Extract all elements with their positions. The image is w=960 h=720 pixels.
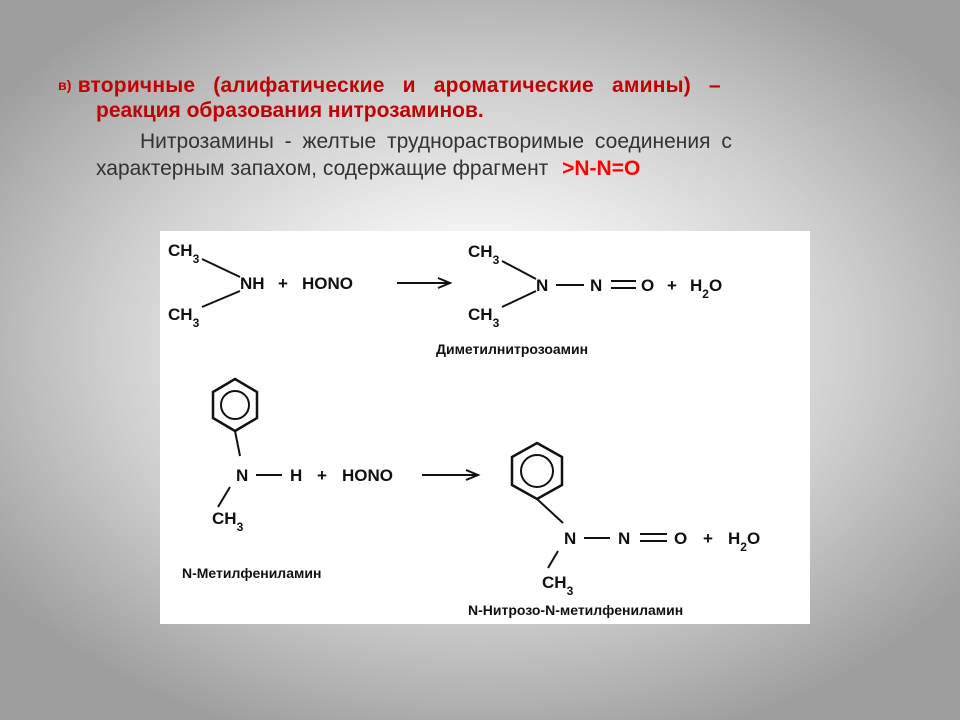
body-line-2: характерным запахом, содержащие фрагмент… bbox=[96, 157, 640, 181]
r2-product-n1: N bbox=[564, 529, 576, 548]
r2-product-aromatic-circle bbox=[520, 454, 554, 488]
r1-product-n2: N bbox=[590, 276, 602, 295]
r1-product-ch3-bottom: CH3 bbox=[468, 305, 500, 330]
r2-product-n2: N bbox=[618, 529, 630, 548]
r2-byproduct: H2O bbox=[728, 529, 760, 554]
heading-text: вторичные (алифатические и ароматические… bbox=[77, 74, 721, 97]
r1-byproduct: H2O bbox=[690, 276, 722, 301]
fragment-formula: >N-N=O bbox=[562, 157, 641, 180]
r1-plus: + bbox=[278, 274, 288, 293]
r2-product-ring-n-bond bbox=[536, 498, 564, 524]
r1-reactant-ch3-top: CH3 bbox=[168, 241, 200, 266]
r1-amine: NH bbox=[240, 274, 265, 293]
reaction-scheme: CH3 CH3 NH + HONO CH3 CH3 N N O + H2O Ди… bbox=[168, 241, 760, 618]
r2-reactant-ch3: CH3 bbox=[212, 509, 244, 534]
r2-reactant-h: H bbox=[290, 466, 302, 485]
r2-product-ch3: CH3 bbox=[542, 573, 574, 598]
r2-reactant-name: N-Метилфениламин bbox=[182, 565, 321, 581]
reaction-scheme-panel: CH3 CH3 NH + HONO CH3 CH3 N N O + H2O Ди… bbox=[160, 231, 810, 624]
r2-product-name: N-Нитрозо-N-метилфениламин bbox=[468, 602, 683, 618]
r1-product-bond-bottom bbox=[501, 290, 537, 308]
heading-line-2: реакция образования нитрозаминов. bbox=[96, 99, 484, 122]
list-marker: в) bbox=[58, 77, 72, 93]
r2-n-ch3-bond bbox=[217, 486, 231, 508]
r2-reactant-aromatic-circle bbox=[220, 390, 250, 420]
r1-product-name: Диметилнитрозоамин bbox=[436, 341, 588, 357]
body-line-2-text: характерным запахом, содержащие фрагмент bbox=[96, 157, 549, 180]
r1-reactant-ch3-bottom: CH3 bbox=[168, 305, 200, 330]
r1-product-n1: N bbox=[536, 276, 548, 295]
r2-reagent: HONO bbox=[342, 466, 393, 485]
r1-reagent: HONO bbox=[302, 274, 353, 293]
r2-product-plus: + bbox=[703, 529, 713, 548]
r2-arrow-head bbox=[465, 469, 481, 481]
r1-product-plus: + bbox=[667, 276, 677, 295]
r1-bond-top bbox=[201, 258, 241, 278]
r1-bond-bottom bbox=[201, 290, 241, 308]
r2-ring-n-bond bbox=[234, 430, 241, 457]
body-line-1: Нитрозамины - желтые труднорастворимые с… bbox=[140, 130, 732, 153]
r2-product-o: O bbox=[674, 529, 687, 548]
heading-line-1: в) вторичные (алифатические и ароматичес… bbox=[58, 74, 721, 98]
r2-reactant-n: N bbox=[236, 466, 248, 485]
r1-product-bond-top bbox=[501, 260, 537, 280]
reaction-1: CH3 CH3 NH + HONO CH3 CH3 N N O + H2O Ди… bbox=[168, 241, 722, 357]
r2-product-n-ch3-bond bbox=[547, 550, 559, 569]
r1-product-ch3-top: CH3 bbox=[468, 242, 500, 267]
r2-reactant-benzene-ring bbox=[211, 377, 259, 433]
r1-product-o: O bbox=[641, 276, 654, 295]
r1-arrow-head bbox=[437, 277, 453, 289]
reaction-2: N H + HONO CH3 N N O + H2O CH3 N-Метилфе… bbox=[182, 377, 760, 618]
r2-plus: + bbox=[317, 466, 327, 485]
r2-product-benzene-ring bbox=[510, 441, 564, 501]
